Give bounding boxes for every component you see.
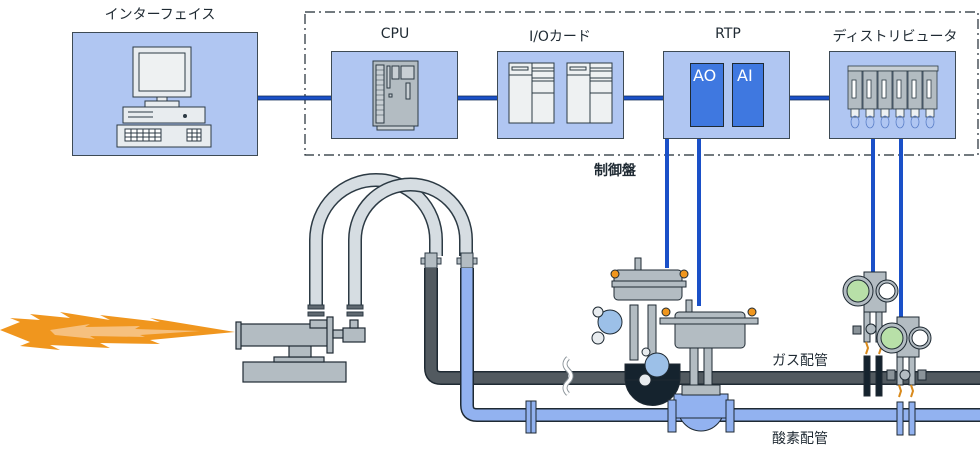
control-valve-oxygen [659,299,759,433]
oxygen-pipe [460,268,980,434]
gas-pipe-label: ガス配管 [772,353,828,369]
flexible-hoses [309,173,473,305]
rtp-label: RTP [715,26,741,42]
distributor-box[interactable] [829,51,956,139]
gas-pipe [424,268,980,385]
signal-drops [665,138,903,320]
rtp-module-ai-label: AI [737,66,753,85]
interface-box[interactable] [72,32,258,156]
cpu-box[interactable] [331,51,458,139]
io-card-box[interactable] [497,51,624,139]
hose-couplings [307,252,478,317]
rtp-module-ao: AO [690,63,724,127]
io-card-label: I/Oカード [529,29,591,45]
control-panel-label: 制御盤 [594,163,636,179]
oxygen-pipe-label: 酸素配管 [772,431,828,447]
control-panel-boundary [304,11,979,156]
io-card-icon [508,62,613,124]
burner [235,316,366,383]
desktop-computer-icon [116,46,212,148]
rtp-module-ai: AI [732,63,764,127]
rtp-box[interactable]: AO AI [663,51,790,139]
cpu-label: CPU [380,26,410,42]
interface-label: インターフェイス [104,7,216,23]
rtp-module-ao-label: AO [693,66,717,85]
distributor-terminal-icon [847,65,939,129]
transmitter-oxygen [876,316,932,436]
cpu-board-icon [372,60,419,131]
control-valve-gas [591,257,689,406]
transmitter-gas [842,271,899,397]
flame-icon [0,312,235,350]
distributor-label: ディストリビュータ [832,29,958,45]
